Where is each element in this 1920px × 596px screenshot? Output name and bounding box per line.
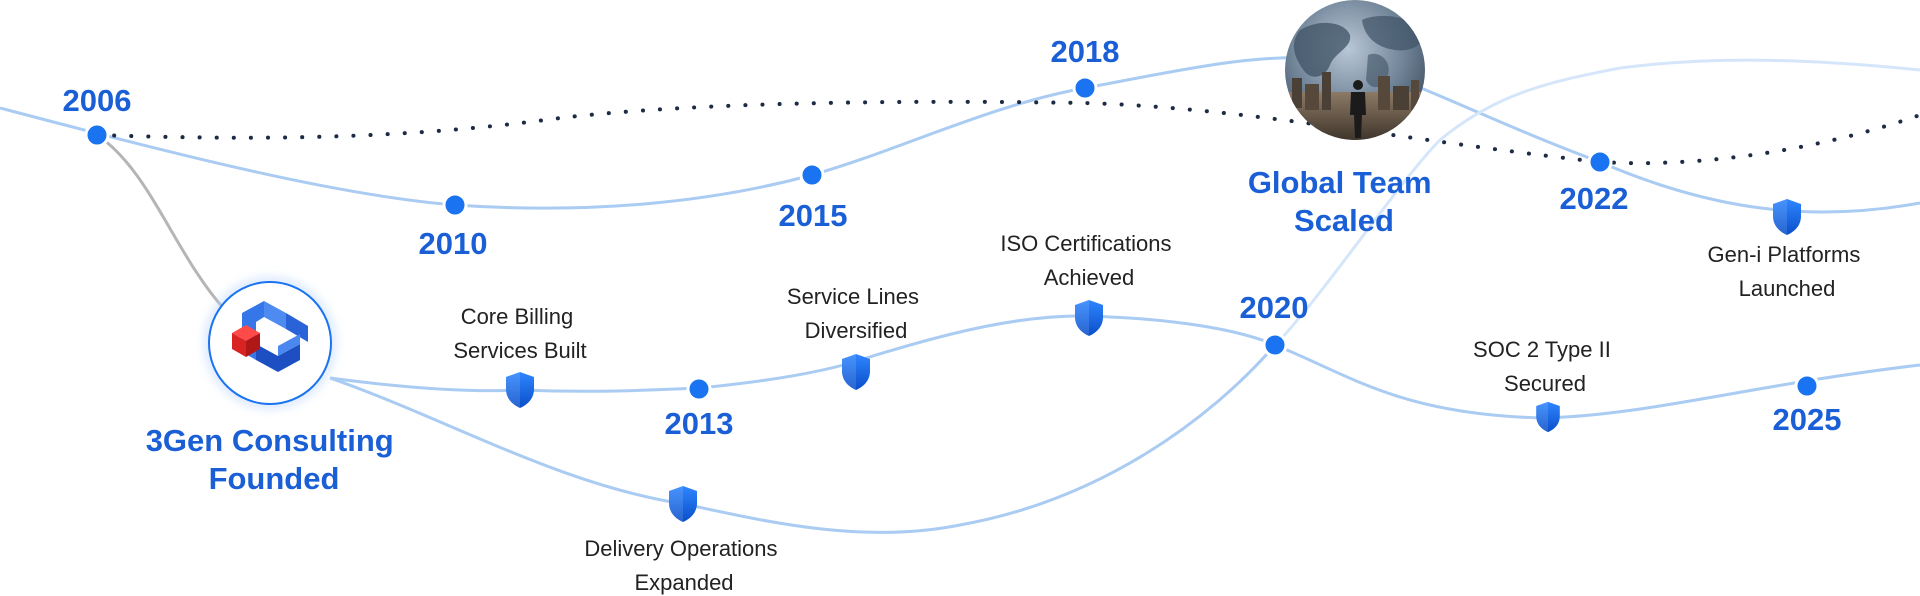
founded-label: 3Gen Consulting Founded	[146, 423, 403, 496]
path-2020-to-2022	[1273, 58, 1920, 347]
dot-2010-icon	[442, 192, 468, 218]
year-2013: 2013	[665, 406, 734, 441]
shield-icon	[1536, 401, 1560, 433]
year-markers	[84, 75, 1820, 402]
dot-2022-icon	[1587, 149, 1613, 175]
global-team-label: Global Team Scaled	[1248, 165, 1440, 238]
founded-line-2: Founded	[209, 461, 340, 496]
milestone-labels: Core Billing Services Built Service Line…	[453, 231, 1867, 595]
year-2025: 2025	[1773, 402, 1842, 437]
svg-text:Global Team Scaled: Global Team Scaled	[1248, 165, 1440, 238]
dot-2020-icon	[1262, 332, 1288, 358]
shield-icon	[1075, 300, 1103, 336]
shield-icon	[1773, 199, 1801, 235]
globe-businessman-image	[1285, 0, 1425, 140]
svg-text:3Gen Consulting Founded: 3Gen Consulting Founded	[146, 423, 403, 496]
year-2018: 2018	[1051, 34, 1120, 69]
dot-2025-icon	[1794, 373, 1820, 399]
main-path-middle	[329, 314, 1920, 420]
milestone-iso: ISO Certifications Achieved	[1000, 231, 1177, 290]
milestone-service-lines: Service Lines Diversified	[787, 284, 925, 343]
dot-2006-icon	[84, 122, 110, 148]
shield-icon	[842, 354, 870, 390]
year-2010: 2010	[419, 226, 488, 261]
milestone-geni: Gen-i Platforms Launched	[1708, 242, 1867, 301]
dot-2013-icon	[686, 376, 712, 402]
milestone-soc2: SOC 2 Type II Secured	[1473, 337, 1617, 396]
year-2020: 2020	[1240, 290, 1309, 325]
branch-path-founder	[96, 133, 227, 312]
milestone-delivery: Delivery Operations Expanded	[584, 536, 783, 595]
path-delivery	[329, 344, 1277, 534]
shield-icon	[506, 372, 534, 408]
year-labels: 2006 2010 2013 2015 2018 2020 2022 2025	[63, 34, 1842, 441]
shield-icon	[669, 486, 697, 522]
dot-2018-icon	[1072, 75, 1098, 101]
global-line-1: Global Team	[1248, 165, 1432, 200]
3gen-logo-icon	[232, 301, 308, 372]
milestone-core-billing: Core Billing Services Built	[453, 304, 586, 363]
global-line-2: Scaled	[1294, 203, 1394, 238]
year-2015: 2015	[779, 198, 848, 233]
main-path-upper	[0, 56, 1920, 214]
founder-logo-badge	[204, 277, 336, 409]
founded-line-1: 3Gen Consulting	[146, 423, 394, 458]
year-2006: 2006	[63, 83, 132, 118]
year-2022: 2022	[1560, 181, 1629, 216]
dot-2015-icon	[799, 162, 825, 188]
dotted-path	[95, 99, 1920, 166]
